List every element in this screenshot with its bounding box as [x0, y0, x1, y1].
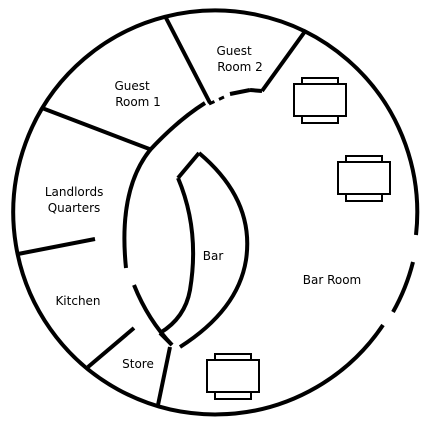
- label-store: Store: [122, 357, 154, 371]
- wall-guest1-guest2: [163, 15, 212, 104]
- wall-store-barroom: [156, 346, 172, 406]
- label-kitchen: Kitchen: [55, 294, 100, 308]
- partition-walls: [17, 15, 212, 406]
- inner-arc-wall: [122, 28, 308, 347]
- table-3: [206, 353, 260, 400]
- label-bar-room: Bar Room: [303, 273, 362, 287]
- label-guest-room-1: Guest Room 1: [114, 79, 160, 109]
- wall-kitchen-store: [86, 326, 136, 369]
- label-guest-room-2: Guest Room 2: [216, 44, 262, 74]
- wall-landlords-kitchen: [17, 237, 96, 256]
- table-2: [337, 155, 391, 202]
- table-1: [293, 77, 347, 124]
- wall-guest1-landlords: [41, 106, 153, 152]
- outer-wall: [11, 8, 420, 417]
- label-bar: Bar: [203, 249, 224, 263]
- label-landlords-quarters: Landlords Quarters: [45, 185, 107, 215]
- bar-counter: [158, 151, 250, 349]
